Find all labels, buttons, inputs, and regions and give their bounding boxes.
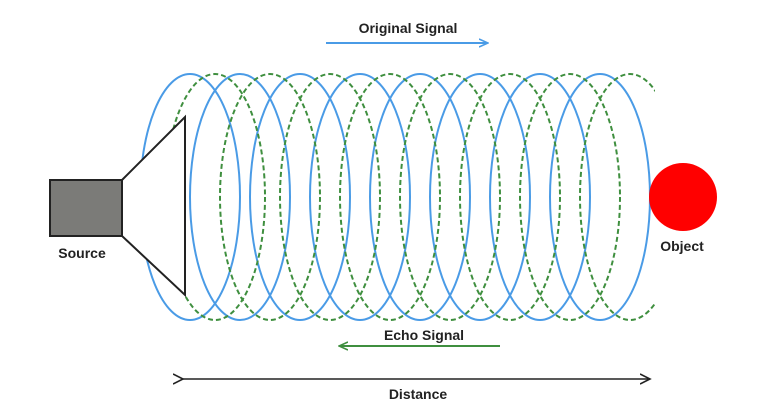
echo-wave-2: [219, 73, 321, 321]
echo-signal-label: Echo Signal: [384, 327, 464, 343]
original-wave-2: [189, 73, 291, 321]
echo-wave-3: [279, 73, 381, 321]
object-ball: [649, 163, 717, 231]
original-signal-label: Original Signal: [359, 20, 458, 36]
distance-label: Distance: [389, 386, 448, 402]
echo-wave-4: [339, 73, 441, 321]
source-horn: [121, 114, 186, 298]
original-wave-8: [549, 73, 651, 321]
original-wave-6: [429, 73, 531, 321]
echo-wave-5: [399, 73, 501, 321]
echo-wave-6: [459, 73, 561, 321]
source-label: Source: [58, 245, 106, 261]
echo-wave-7: [519, 73, 621, 321]
original-wave-7: [489, 73, 591, 321]
object-label: Object: [660, 238, 704, 254]
original-wave-4: [309, 73, 411, 321]
source-box: [49, 179, 123, 237]
original-wave-3: [249, 73, 351, 321]
original-wave-5: [369, 73, 471, 321]
